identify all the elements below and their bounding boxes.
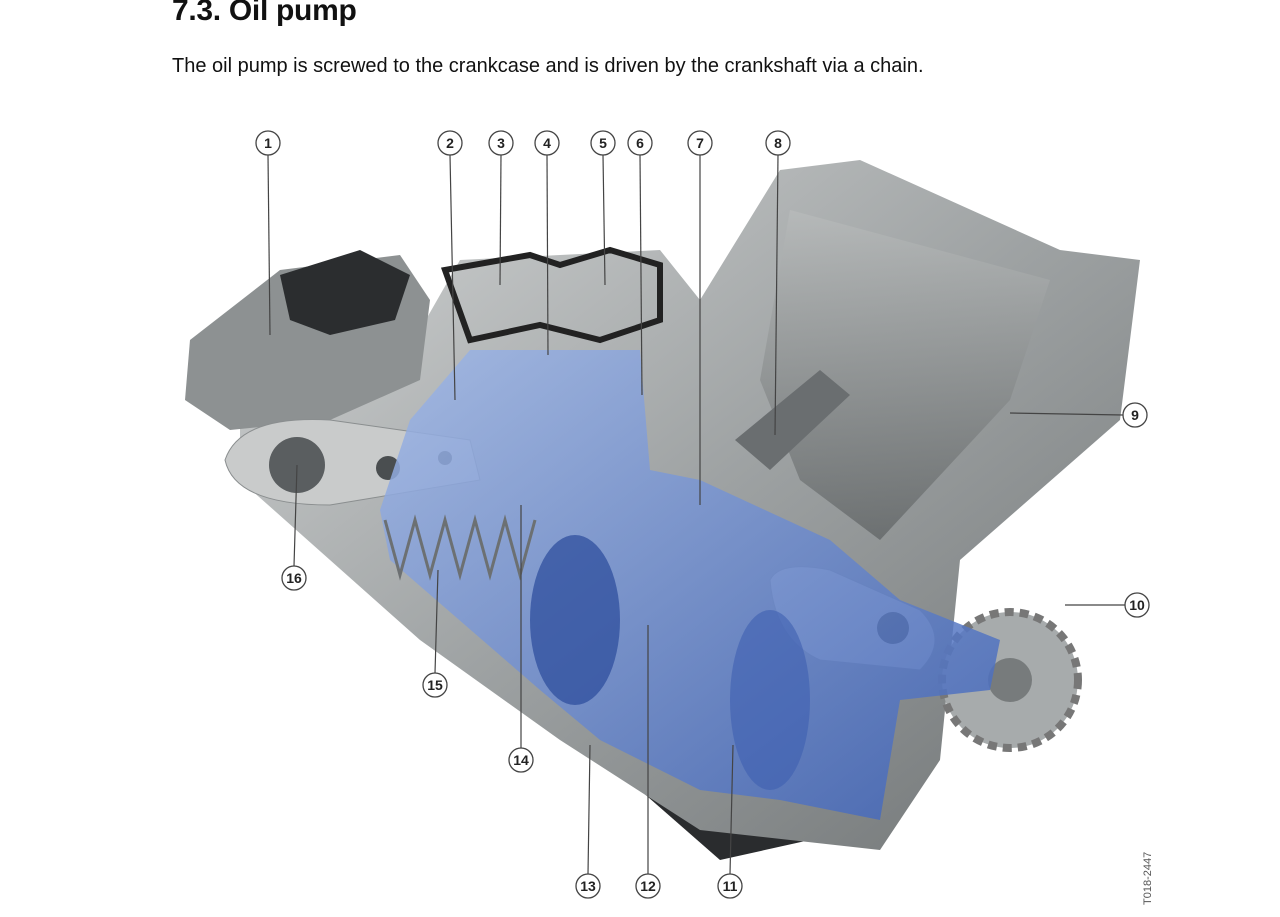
svg-text:12: 12 [640,878,656,894]
callout-8: 8 [765,130,791,156]
callout-6: 6 [627,130,653,156]
pump-body [185,160,1140,860]
svg-text:9: 9 [1131,407,1139,423]
callout-4: 4 [534,130,560,156]
callout-13: 13 [575,873,601,899]
callout-7: 7 [687,130,713,156]
callout-16: 16 [281,565,307,591]
svg-text:5: 5 [599,135,607,151]
callout-9: 9 [1122,402,1148,428]
callout-3: 3 [488,130,514,156]
callout-14: 14 [508,747,534,773]
callout-1: 1 [255,130,281,156]
svg-text:10: 10 [1129,597,1145,613]
svg-text:11: 11 [723,878,738,894]
svg-text:3: 3 [497,135,505,151]
svg-text:13: 13 [580,878,596,894]
svg-text:14: 14 [513,752,529,768]
callout-11: 11 [717,873,743,899]
svg-text:8: 8 [774,135,782,151]
figure-code: T018-2447 [1142,851,1154,905]
svg-text:2: 2 [446,135,454,151]
callout-2: 2 [437,130,463,156]
callout-12: 12 [635,873,661,899]
svg-text:6: 6 [636,135,644,151]
callout-10: 10 [1124,592,1150,618]
svg-text:15: 15 [427,677,443,693]
svg-text:1: 1 [264,135,272,151]
leader-lines [267,154,1125,875]
svg-text:4: 4 [543,135,551,151]
svg-text:7: 7 [696,135,704,151]
svg-text:16: 16 [286,570,302,586]
callout-15: 15 [422,672,448,698]
section-heading: 7.3. Oil pump [172,0,357,27]
callout-5: 5 [590,130,616,156]
intro-paragraph: The oil pump is screwed to the crankcase… [172,55,924,77]
